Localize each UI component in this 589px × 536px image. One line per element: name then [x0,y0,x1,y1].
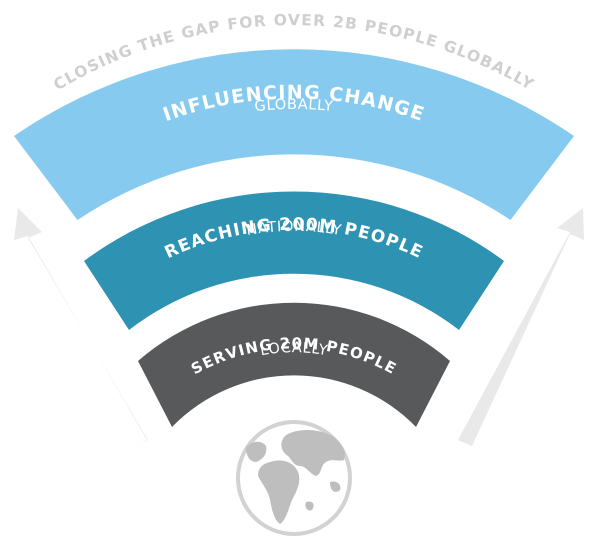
tier-subtitle-locally: LOCALLY [259,340,329,359]
tier-subtitle-globally: GLOBALLY [254,97,334,115]
globe-icon [236,420,352,536]
tier-band-locally [138,302,450,427]
right-up-arrow-icon [458,208,584,446]
tier-band-globally [14,49,574,220]
tier-band-nationally [84,191,504,330]
left-up-arrow-icon [14,208,148,446]
tier-subtitle-nationally: NATIONALLY [245,219,343,239]
